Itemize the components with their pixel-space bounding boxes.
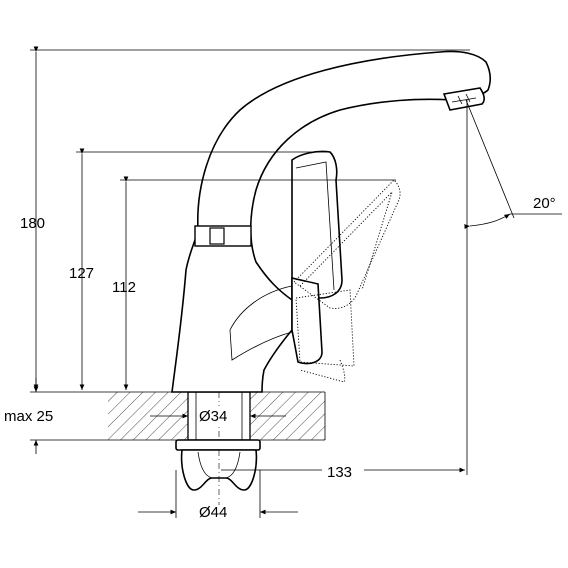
- lever-handle: [229, 150, 343, 365]
- label-127: 127: [69, 265, 94, 282]
- label-180: 180: [20, 215, 45, 232]
- extension-lines: [30, 49, 515, 475]
- label-max-25: max 25: [4, 408, 53, 425]
- label-20-degrees: 20°: [533, 195, 556, 212]
- label-133: 133: [327, 464, 352, 481]
- dimension-20-degrees: 20°: [464, 195, 562, 229]
- faucet-body: [171, 50, 491, 393]
- fixing-nut: [175, 439, 261, 505]
- dimension-127: 127: [69, 148, 94, 390]
- label-112: 112: [112, 279, 136, 296]
- dimension-max-25: max 25: [4, 378, 53, 454]
- label-d44: Ø44: [199, 504, 227, 521]
- dimension-d44: Ø44: [138, 470, 298, 521]
- dimension-d34: Ø34: [150, 406, 286, 425]
- dimension-180: 180: [20, 46, 45, 390]
- dimension-133: 133: [221, 462, 465, 481]
- lever-handle-alternate: [293, 179, 401, 383]
- label-d34: Ø34: [199, 408, 227, 425]
- dimension-112: 112: [112, 176, 136, 390]
